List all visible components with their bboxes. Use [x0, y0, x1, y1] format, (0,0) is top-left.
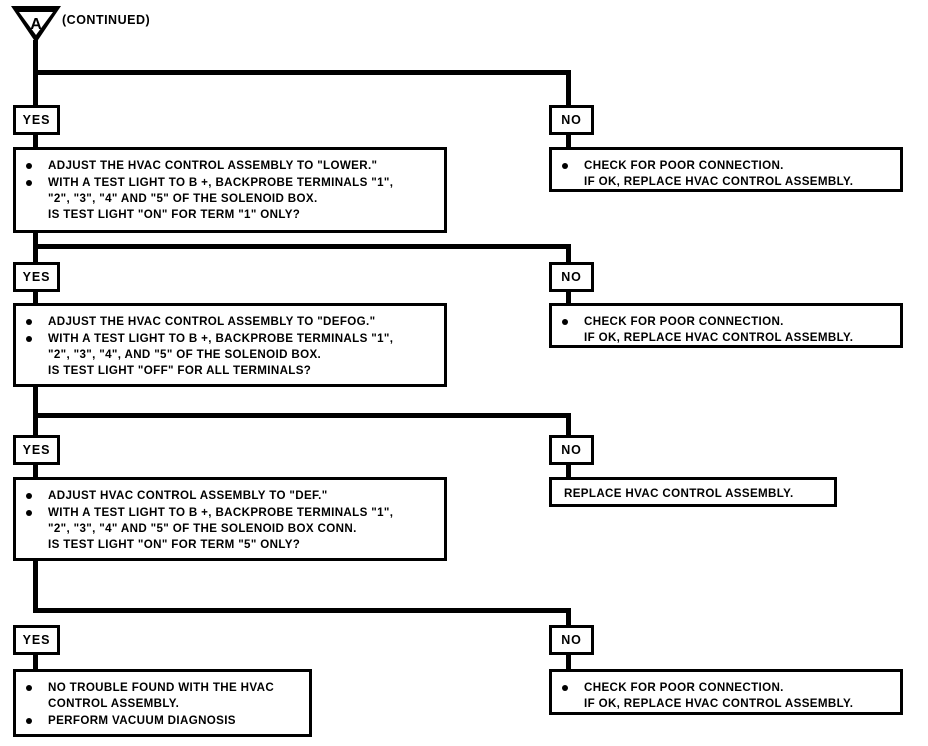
connector-branch-1-right-drop [566, 70, 571, 107]
connector-branch-2-right-drop [566, 244, 571, 264]
continued-label: (CONTINUED) [62, 13, 151, 27]
step-2-question-item-1: ADJUST THE HVAC CONTROL ASSEMBLY TO "DEF… [22, 314, 438, 330]
page-header: A [8, 3, 64, 43]
step-1-question-item-1: ADJUST THE HVAC CONTROL ASSEMBLY TO "LOW… [22, 158, 438, 174]
step-3-no-action-box: REPLACE HVAC CONTROL ASSEMBLY. [549, 477, 837, 507]
step-1-no-label[interactable]: NO [549, 105, 594, 135]
connector-branch-3 [33, 413, 571, 418]
connector-step-4-yes-stem [33, 654, 38, 670]
step-2-no-action-box: CHECK FOR POOR CONNECTION. IF OK, REPLAC… [549, 303, 903, 348]
connector-branch-4-right-drop [566, 608, 571, 626]
connector-step-3-yes-stem [33, 464, 38, 478]
step-1-yes-label[interactable]: YES [13, 105, 60, 135]
step-4-result-item-1: NO TROUBLE FOUND WITH THE HVAC CONTROL A… [22, 680, 303, 712]
step-4-no-label[interactable]: NO [549, 625, 594, 655]
connector-branch-3-right-drop [566, 413, 571, 437]
connector-step-4-no-stem [566, 654, 571, 670]
step-3-question-item-1: ADJUST HVAC CONTROL ASSEMBLY TO "DEF." [22, 488, 438, 504]
triangle-connector-a-icon: A [8, 3, 64, 50]
connector-branch-1-left-drop [33, 70, 38, 107]
step-1-no-action-item-1: CHECK FOR POOR CONNECTION. IF OK, REPLAC… [558, 158, 894, 190]
step-4-yes-label[interactable]: YES [13, 625, 60, 655]
step-3-question-box: ADJUST HVAC CONTROL ASSEMBLY TO "DEF." W… [13, 477, 447, 561]
connector-step-2-yes-stem [33, 291, 38, 304]
step-3-question-item-2: WITH A TEST LIGHT TO B +, BACKPROBE TERM… [22, 505, 438, 553]
connector-branch-1 [33, 70, 571, 75]
step-4-no-action-item-1: CHECK FOR POOR CONNECTION. IF OK, REPLAC… [558, 680, 894, 712]
step-3-yes-label[interactable]: YES [13, 435, 60, 465]
step-1-question-item-2: WITH A TEST LIGHT TO B +, BACKPROBE TERM… [22, 175, 438, 223]
connector-step-3-exit [33, 561, 38, 613]
connector-step-1-no-stem [566, 134, 571, 149]
connector-step-3-no-stem [566, 464, 571, 478]
step-3-no-action-item-1: REPLACE HVAC CONTROL ASSEMBLY. [564, 487, 794, 500]
connector-step-1-exit [33, 233, 38, 266]
step-4-no-action-box: CHECK FOR POOR CONNECTION. IF OK, REPLAC… [549, 669, 903, 715]
step-1-question-box: ADJUST THE HVAC CONTROL ASSEMBLY TO "LOW… [13, 147, 447, 233]
step-1-no-action-box: CHECK FOR POOR CONNECTION. IF OK, REPLAC… [549, 147, 903, 192]
connector-branch-4 [33, 608, 571, 613]
connector-branch-2 [33, 244, 571, 249]
connector-trunk-top [33, 40, 38, 72]
step-2-no-label[interactable]: NO [549, 262, 594, 292]
svg-text:A: A [30, 16, 42, 33]
connector-step-1-yes-stem [33, 134, 38, 149]
step-2-no-action-item-1: CHECK FOR POOR CONNECTION. IF OK, REPLAC… [558, 314, 894, 346]
step-2-yes-label[interactable]: YES [13, 262, 60, 292]
connector-step-2-no-stem [566, 291, 571, 304]
step-2-question-item-2: WITH A TEST LIGHT TO B +, BACKPROBE TERM… [22, 331, 438, 379]
step-3-no-label[interactable]: NO [549, 435, 594, 465]
step-4-result-box: NO TROUBLE FOUND WITH THE HVAC CONTROL A… [13, 669, 312, 737]
step-4-result-item-2: PERFORM VACUUM DIAGNOSIS [22, 713, 303, 729]
step-2-question-box: ADJUST THE HVAC CONTROL ASSEMBLY TO "DEF… [13, 303, 447, 387]
